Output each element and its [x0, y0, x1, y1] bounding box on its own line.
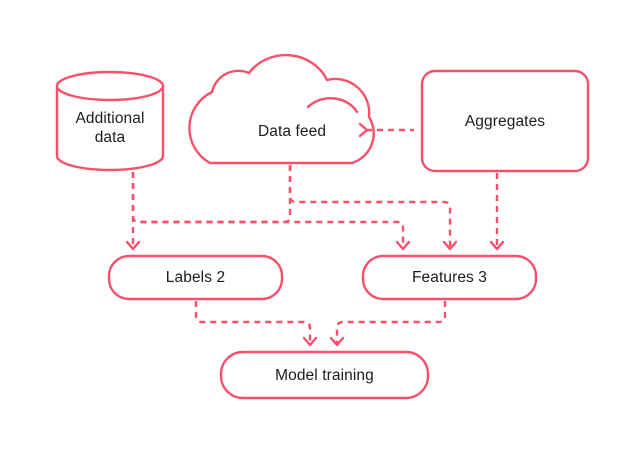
edge-data-feed-to-labels: [139, 165, 292, 224]
edge-labels-to-model-training: [194, 301, 312, 344]
cloud-inner-arc: [306, 97, 359, 114]
arrowhead-features-mid: [442, 240, 458, 251]
edge-features-to-model-training: [335, 301, 447, 344]
node-model-training-shape[interactable]: [219, 350, 430, 400]
arrowhead-features-right: [489, 240, 505, 251]
cylinder-body: [55, 84, 165, 172]
node-labels-shape[interactable]: [107, 254, 284, 301]
node-features-shape[interactable]: [361, 254, 538, 301]
arrowhead-features-left: [395, 240, 411, 251]
arrowhead-labels: [125, 240, 141, 251]
edge-additional-data-to-features: [131, 172, 405, 248]
node-aggregates-shape[interactable]: [420, 69, 590, 173]
cylinder-top-ellipse: [55, 70, 165, 102]
arrowhead-model-training-right: [329, 336, 345, 347]
cloud-outline: [188, 53, 375, 165]
arrowhead-model-training-left: [302, 336, 318, 347]
node-data-feed-shape[interactable]: [188, 53, 375, 165]
edge-data-feed-to-features: [288, 165, 452, 248]
node-additional-data-shape[interactable]: [55, 70, 165, 172]
arrowhead-aggregates: [358, 122, 369, 138]
